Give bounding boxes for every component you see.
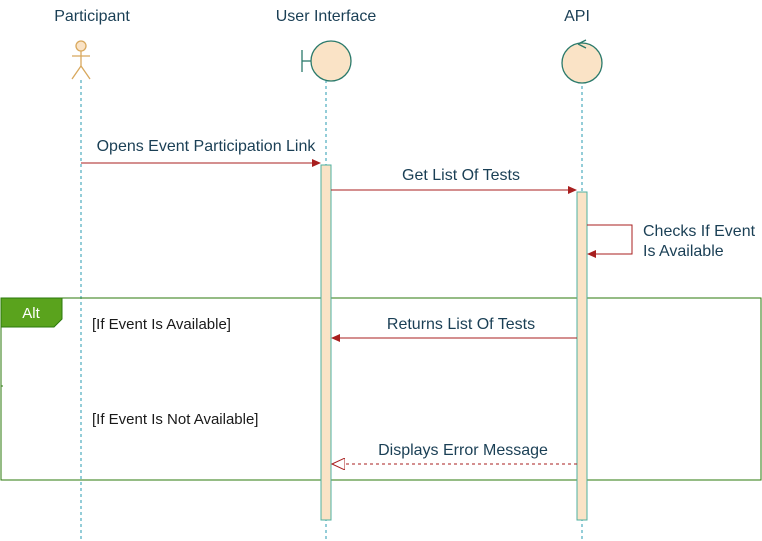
api-label: API bbox=[564, 8, 590, 25]
message-label-m3-line1: Checks If Event bbox=[643, 223, 756, 240]
boundary-icon bbox=[301, 40, 352, 82]
message-label-m3-line2: Is Available bbox=[643, 243, 724, 260]
ui-label: User Interface bbox=[276, 8, 377, 25]
alt-tag bbox=[0, 297, 63, 328]
message-label-m1: Opens Event Participation Link bbox=[97, 138, 317, 155]
control-icon bbox=[561, 39, 603, 84]
participant-label: Participant bbox=[54, 8, 130, 25]
ui-activation-bar bbox=[320, 164, 332, 521]
message-label-m2: Get List Of Tests bbox=[402, 167, 520, 184]
alt-guard-available: [If Event Is Available] bbox=[92, 316, 231, 333]
message-arrow-m3 bbox=[587, 224, 633, 258]
actor-icon bbox=[71, 40, 91, 80]
alt-tag-label: Alt bbox=[22, 305, 40, 322]
api-activation-bar bbox=[576, 191, 588, 521]
alt-guard-not-available: [If Event Is Not Available] bbox=[92, 411, 258, 428]
message-label-m4: Returns List Of Tests bbox=[387, 316, 535, 333]
message-label-m5: Displays Error Message bbox=[378, 442, 548, 459]
alt-fragment bbox=[0, 297, 762, 481]
